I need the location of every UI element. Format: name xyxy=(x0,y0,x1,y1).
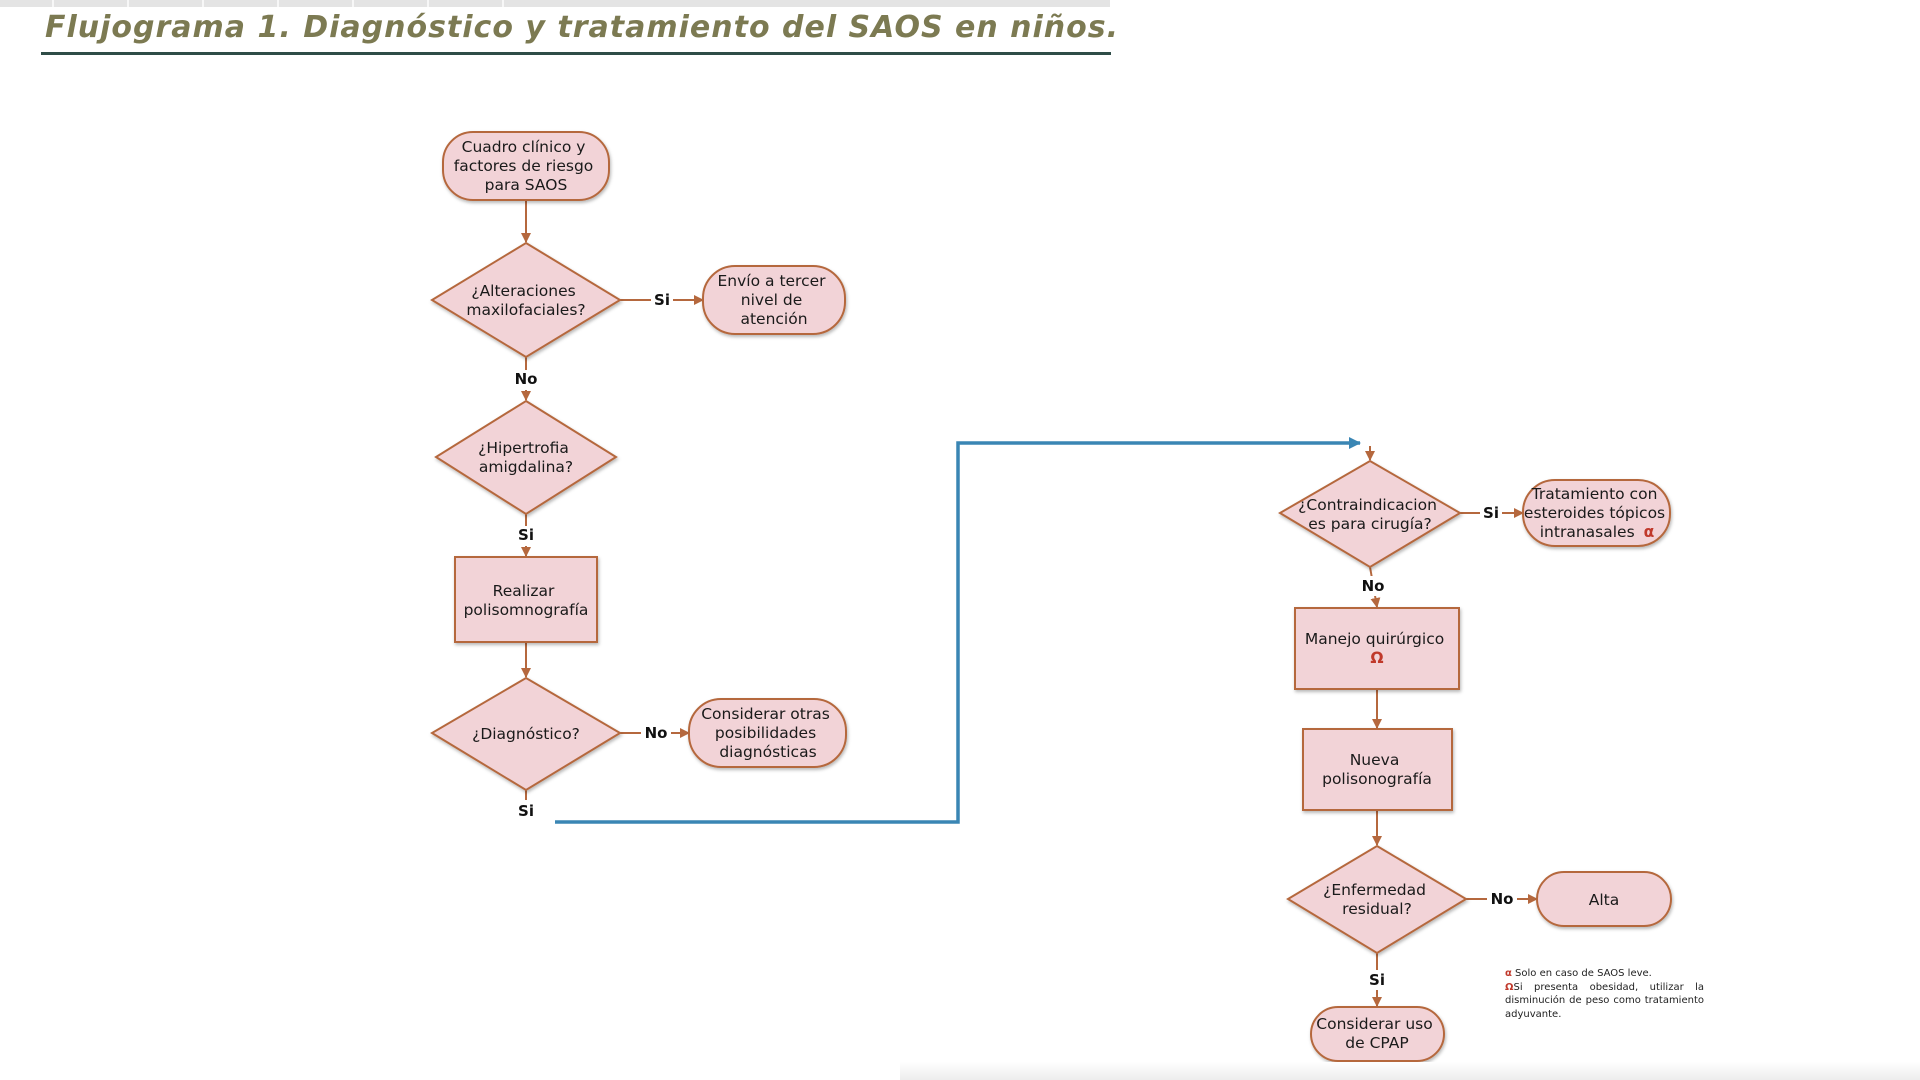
footnote-alpha-symbol: α xyxy=(1505,968,1512,979)
edges xyxy=(521,200,1538,1007)
node-steroids: Tratamiento con esteroides tópicos intra… xyxy=(1524,485,1670,541)
label-contra-yes: Si xyxy=(1483,504,1499,522)
label-contra-no: No xyxy=(1362,577,1385,595)
top-strip xyxy=(0,0,1110,7)
footnote-alpha: α Solo en caso de SAOS leve. xyxy=(1505,968,1652,979)
node-start-shape xyxy=(442,131,610,201)
node-referral: Envío a tercer nivel de atención xyxy=(718,272,831,328)
node-cpap-shape xyxy=(1310,1006,1445,1062)
bottom-shade xyxy=(900,1062,1920,1080)
node-q-resid: ¿Enfermedad residual? xyxy=(1323,881,1431,918)
node-other-dx-shape xyxy=(688,698,847,768)
node-discharge: Alta xyxy=(1589,891,1620,909)
node-q-hiper: ¿Hipertrofia amigdalina? xyxy=(478,439,574,476)
node-q-maxilo: ¿Alteraciones maxilofaciales? xyxy=(466,282,585,319)
node-surgery-shape xyxy=(1294,607,1460,690)
connector-diag-to-contra xyxy=(555,437,1361,824)
omega-symbol: Ω xyxy=(1370,649,1383,667)
node-start: Cuadro clínico y factores de riesgo para… xyxy=(454,138,598,194)
node-q-diag-shape xyxy=(430,676,622,792)
footnotes: α Solo en caso de SAOS leve. ΩSi present… xyxy=(1505,967,1704,1021)
label-maxilo-yes: Si xyxy=(654,291,670,309)
label-hiper-yes: Si xyxy=(518,526,534,544)
node-q-diag: ¿Diagnóstico? xyxy=(472,725,580,743)
node-q-resid-shape xyxy=(1286,844,1468,955)
label-diag-no: No xyxy=(645,724,668,742)
page-title: Flujograma 1. Diagnóstico y tratamiento … xyxy=(45,10,1120,45)
node-new-psg: Nueva polisonografía xyxy=(1322,751,1432,788)
label-maxilo-no: No xyxy=(515,370,538,388)
label-resid-yes: Si xyxy=(1369,971,1385,989)
title-underline xyxy=(41,52,1111,55)
node-q-contra: ¿Contraindicacion es para cirugía? xyxy=(1298,496,1442,533)
node-newpsg-shape xyxy=(1302,728,1453,811)
node-cpap: Considerar uso de CPAP xyxy=(1316,1015,1437,1052)
node-q-contra-shape xyxy=(1278,459,1462,569)
node-q-maxilo-shape xyxy=(430,241,622,359)
footnote-omega: ΩSi presenta obesidad, utilizar la dismi… xyxy=(1505,981,1704,1020)
alpha-symbol: α xyxy=(1644,523,1655,541)
footnote-omega-symbol: Ω xyxy=(1505,981,1514,993)
node-referral-shape xyxy=(702,265,846,335)
node-other-dx: Considerar otras posibilidades diagnósti… xyxy=(701,705,835,761)
node-steroids-shape xyxy=(1522,479,1671,547)
node-discharge-shape xyxy=(1536,871,1672,927)
node-surgery: Manejo quirúrgico Ω xyxy=(1305,630,1449,667)
node-psg-shape xyxy=(454,556,598,643)
label-diag-yes: Si xyxy=(518,802,534,820)
node-q-hiper-shape xyxy=(434,399,618,516)
label-resid-no: No xyxy=(1491,890,1514,908)
node-psg: Realizar polisomnografía xyxy=(464,582,589,619)
